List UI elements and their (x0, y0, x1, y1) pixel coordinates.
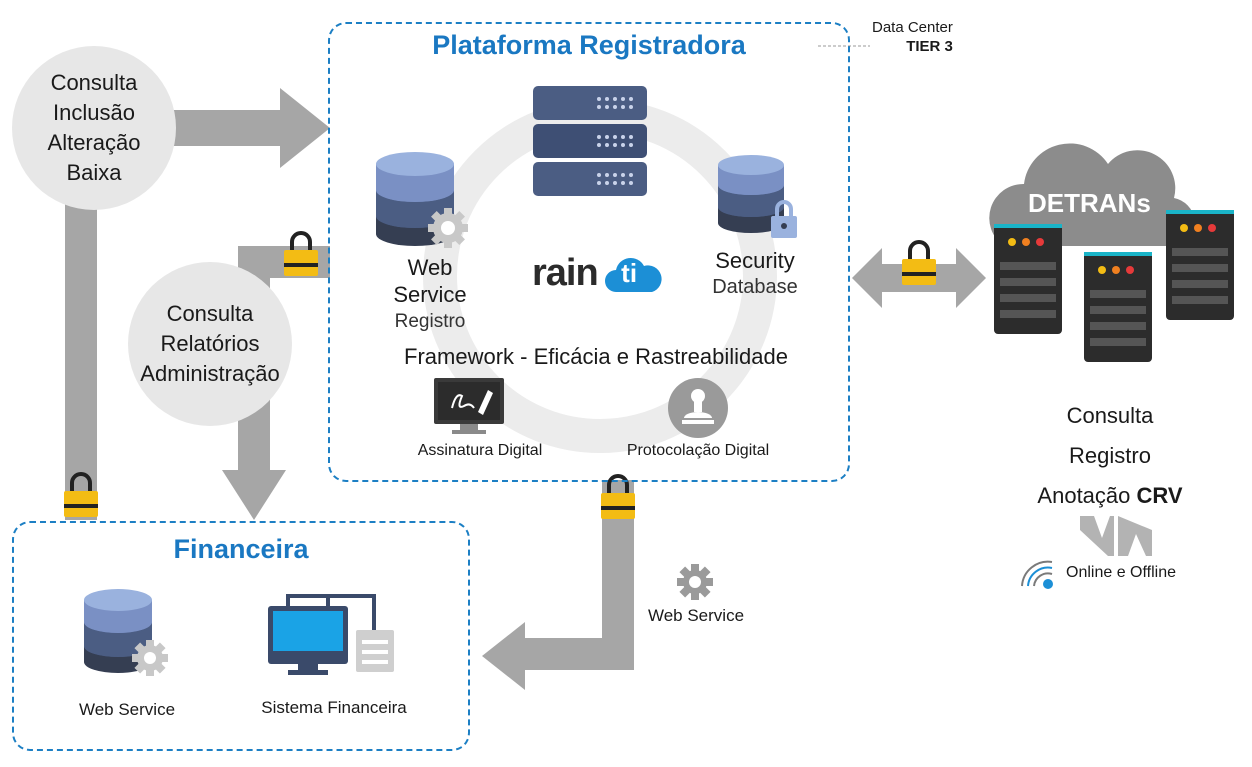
operations-circle: Consulta Inclusão Alteração Baixa (12, 46, 176, 210)
server-stack-icon (533, 86, 647, 196)
cloud-icon: ti (604, 254, 662, 294)
arrow-right-top (170, 88, 330, 168)
lock-icon (64, 472, 98, 517)
financial-system-icon (268, 594, 394, 675)
circle-line: Baixa (66, 160, 122, 185)
lock-icon (902, 240, 936, 285)
sistema-financeira-label: Sistema Financeira (261, 698, 407, 717)
web-service-line3: Registro (394, 311, 466, 332)
circle-line: Inclusão (53, 100, 135, 125)
web-service-label: Web Service (647, 606, 745, 625)
platform-title: Plataforma Registradora (432, 30, 746, 60)
circle-line: Alteração (47, 130, 141, 155)
circle-line: Consulta (166, 301, 254, 326)
detrans-consulta: Consulta (1066, 403, 1154, 428)
database-lock-icon (718, 155, 797, 238)
data-center-label: Data Center TIER 3 (872, 18, 953, 56)
assinatura-label: Assinatura Digital (417, 442, 543, 459)
detrans-crv: CRV (1136, 483, 1183, 508)
detrans-operations: Consulta Registro Anotação CRV (1010, 396, 1210, 516)
detrans-registro: Registro (1069, 443, 1151, 468)
platform-web-service-label: Web Service Registro (370, 254, 490, 335)
chevron-down-icon (1080, 516, 1152, 556)
database-gear-icon (376, 152, 468, 248)
data-center-line1: Data Center (872, 19, 953, 36)
stamp-icon (668, 378, 728, 438)
database-gear-icon (84, 589, 168, 676)
wifi-signal-icon (1021, 560, 1053, 589)
connector-left-vertical (65, 200, 97, 520)
gear-icon (677, 564, 713, 600)
arrow-left-bottom (482, 622, 525, 690)
circle-line: Administração (140, 361, 280, 386)
logo-text-ti: ti (621, 257, 638, 288)
lock-icon (284, 231, 318, 276)
security-database-label: Security Database (695, 248, 815, 300)
web-service-line2: Service (393, 282, 467, 307)
protocolacao-label: Protocolação Digital (626, 442, 770, 459)
circle-line: Relatórios (160, 331, 260, 356)
platform-box (328, 22, 850, 482)
arrow-down-mid (222, 470, 286, 520)
circle-line: Consulta (50, 70, 138, 95)
financeira-web-service-label: Web Service (78, 700, 176, 719)
framework-label: Framework - Eficácia e Rastreabilidade (404, 344, 788, 369)
financeira-box (12, 521, 470, 751)
digital-signature-icon (434, 378, 504, 434)
logo-text-rain: rain (532, 252, 599, 294)
rainti-logo: rain ti (532, 252, 662, 300)
online-offline-label: Online e Offline (1066, 564, 1176, 581)
detrans-title: DETRANs (1028, 188, 1151, 218)
security-line1: Security (715, 248, 795, 273)
detrans-anotacao-row: Anotação CRV (1010, 476, 1210, 516)
connector-bottom-horizontal (520, 638, 634, 670)
detrans-anotacao: Anotação (1037, 483, 1131, 508)
reports-circle: Consulta Relatórios Administração (128, 262, 292, 426)
web-service-line1: Web (407, 255, 453, 280)
financeira-title: Financeira (173, 534, 309, 564)
lock-icon (601, 474, 635, 519)
cloud-servers-icon (989, 143, 1234, 362)
data-center-tier: TIER 3 (906, 38, 953, 55)
security-line2: Database (712, 276, 798, 298)
